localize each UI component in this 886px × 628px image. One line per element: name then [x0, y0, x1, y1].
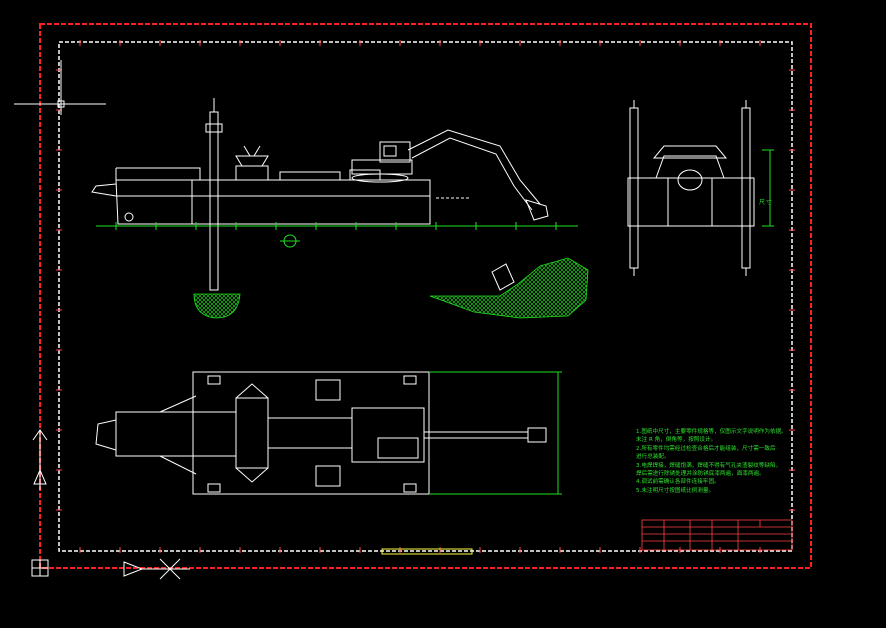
note-line: 4.调试前需确认各部件连接牢固。 — [636, 479, 720, 486]
crosshair-cursor-icon[interactable] — [159, 558, 181, 580]
technical-notes: 1.图纸中尺寸，主要零件规格等，仅图示文字说明作为依据。 未注 R 角，倒角等，… — [636, 428, 796, 495]
front-dim-label: 尺 — [759, 199, 765, 206]
excavation-soil-hatch — [429, 257, 589, 319]
note-line: 3.电焊焊接，焊缝饱满，焊缝不得有气孔夹渣裂纹等缺陷， — [636, 462, 782, 469]
front-view-dimensions — [762, 149, 774, 227]
ucs-axis-icon[interactable] — [14, 60, 106, 115]
anchor-symbol — [280, 234, 300, 248]
snap-marker-icon — [31, 429, 190, 577]
note-line: 2.所有零件均需经过检查合格后才能组装，尺寸需一致后 — [636, 445, 776, 452]
outer-frame — [39, 23, 812, 569]
spud-soil-hatch — [193, 293, 241, 319]
title-block[interactable] — [641, 519, 793, 551]
note-line: 焊后需进行除锈处理并涂防锈底漆两遍，面漆两遍。 — [636, 471, 765, 478]
note-line: 进行总装配。 — [636, 454, 670, 461]
front-dim-label-2: 寸 — [766, 198, 772, 206]
plan-view[interactable] — [95, 371, 547, 495]
note-line: 5.未注明尺寸按图纸比例测量。 — [636, 487, 715, 494]
front-view[interactable] — [627, 100, 755, 276]
plan-view-dimensions — [430, 371, 562, 495]
bucket-in-soil — [491, 263, 515, 291]
baseline-ticks — [115, 222, 557, 230]
note-line: 未注 R 角，倒角等，按照设计。 — [636, 437, 717, 444]
selection-marker — [381, 548, 473, 555]
side-elevation-view[interactable] — [91, 98, 549, 291]
note-line: 1.图纸中尺寸，主要零件规格等，仅图示文字说明作为依据。 — [636, 429, 787, 435]
